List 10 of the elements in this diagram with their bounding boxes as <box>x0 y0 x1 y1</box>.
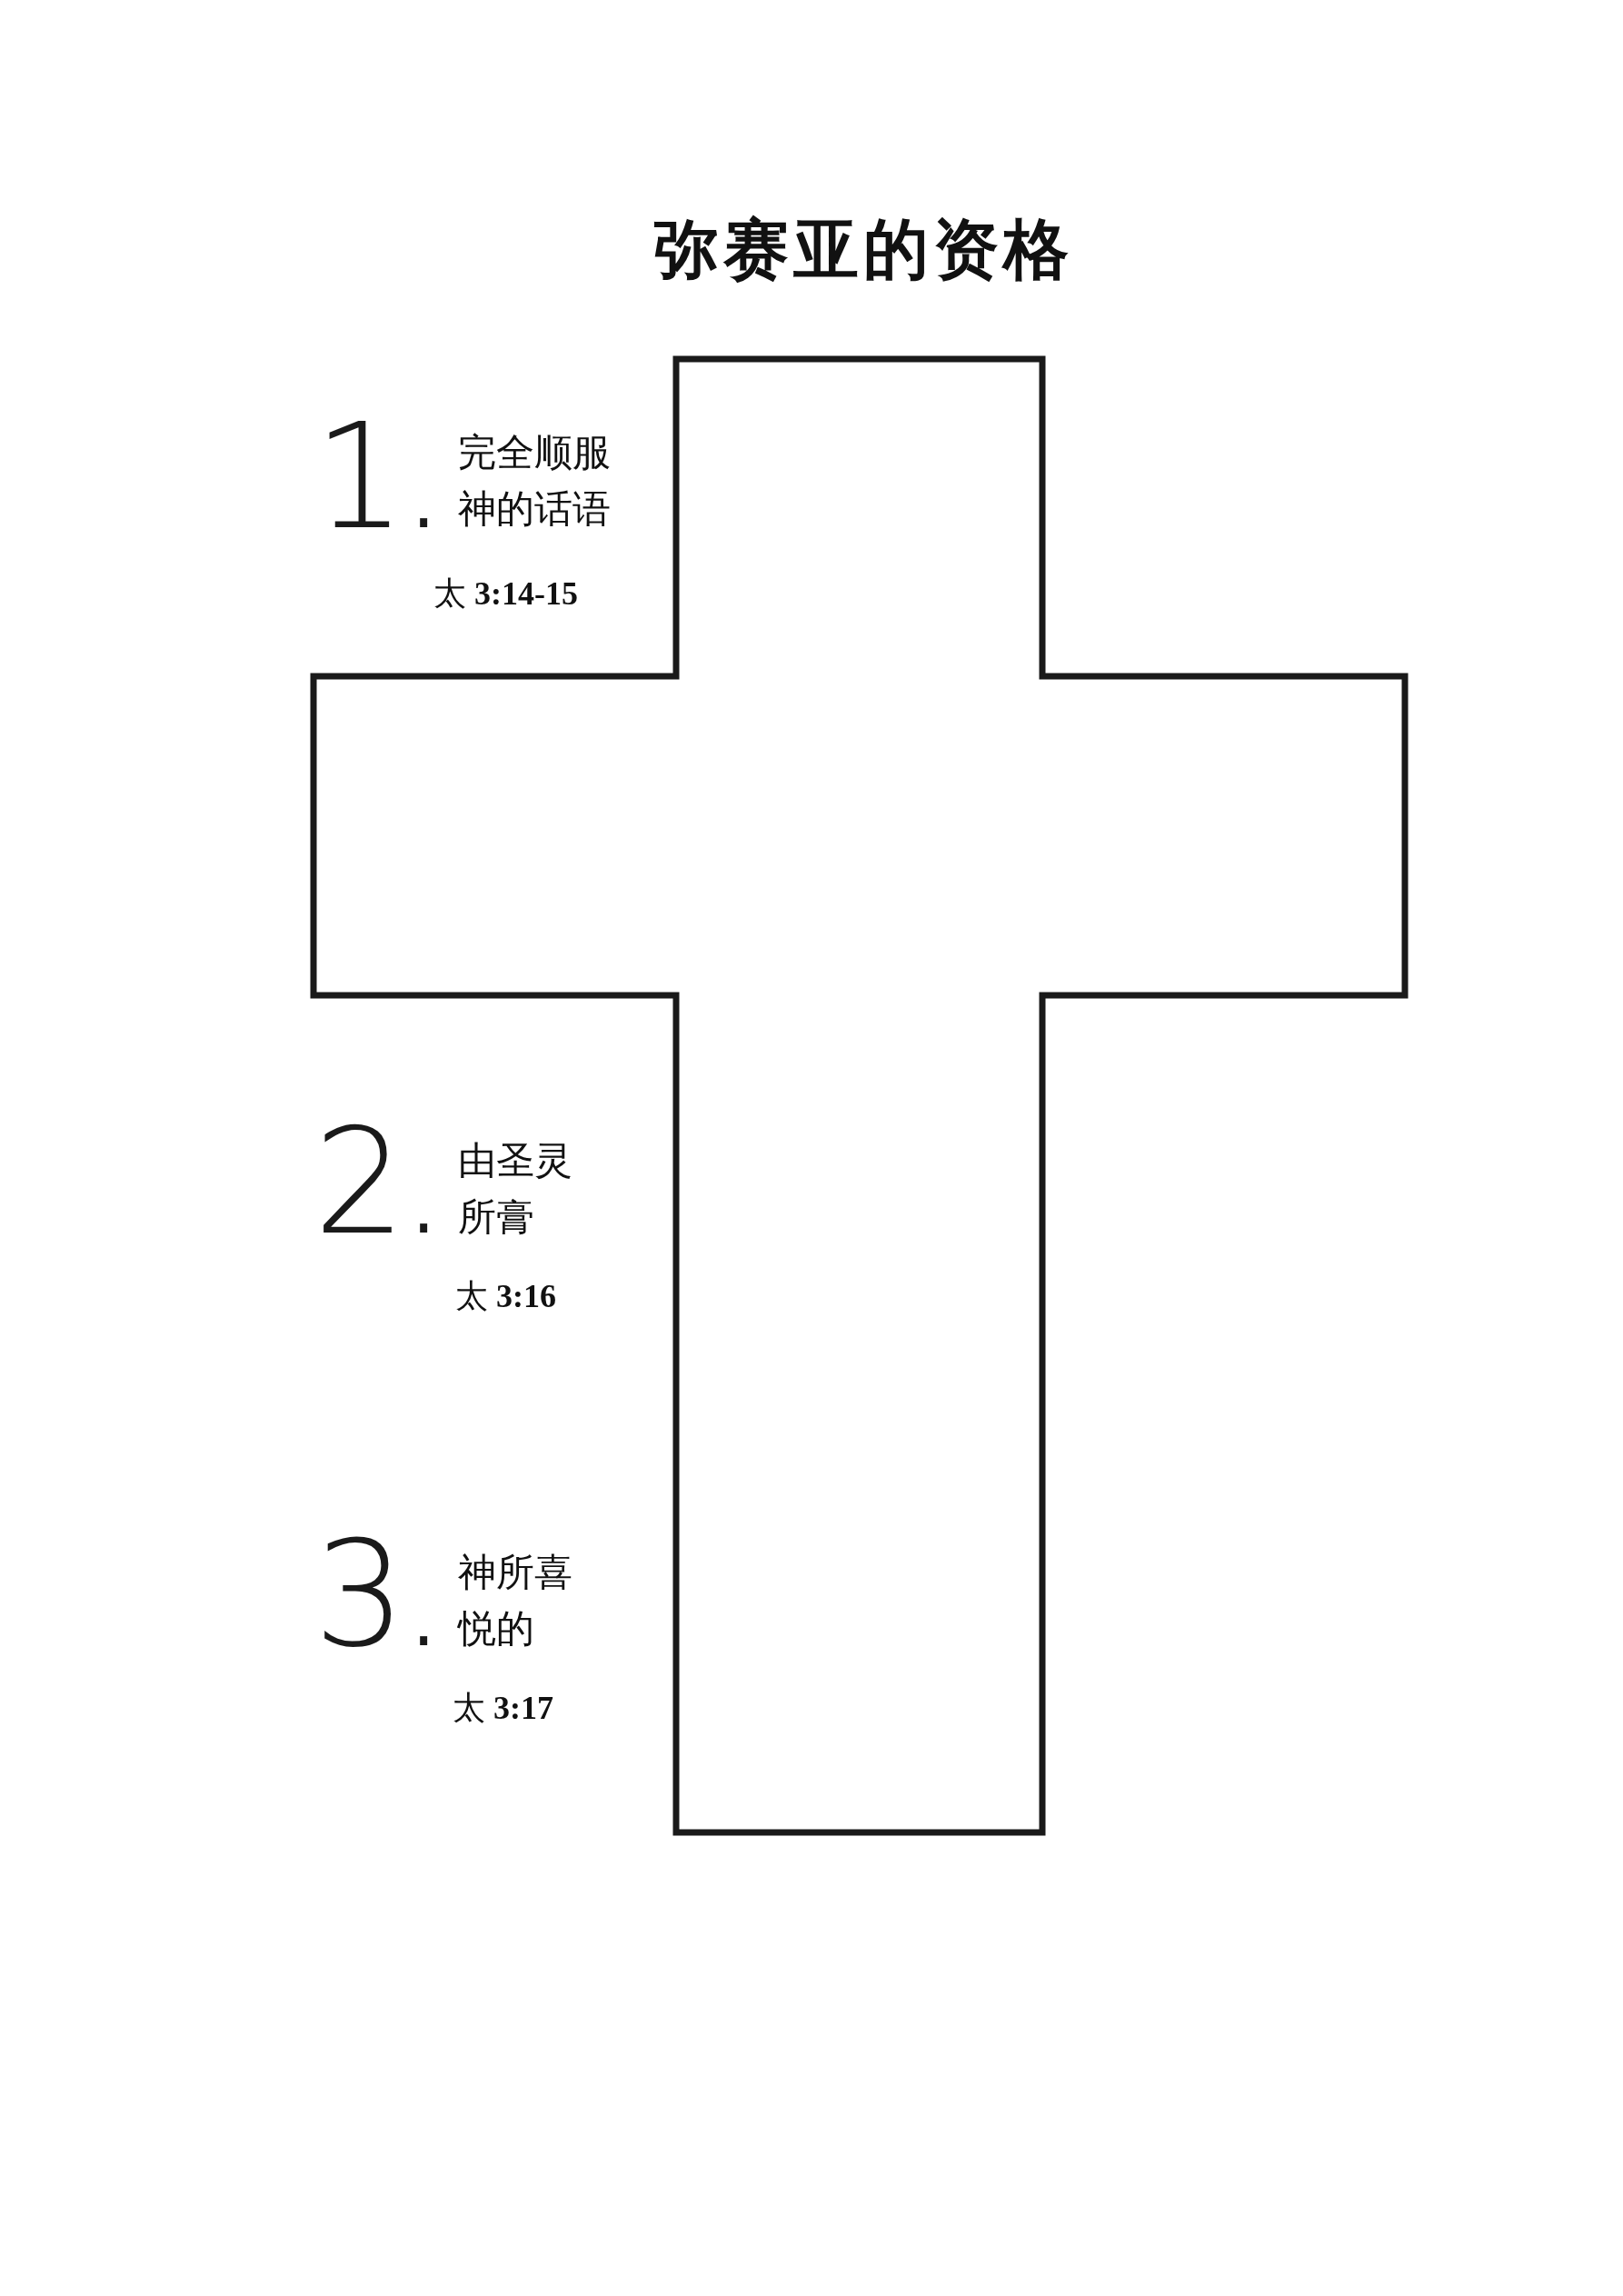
scripture-reference: 太 3:14-15 <box>433 574 578 614</box>
qualification-text: 由圣灵所膏 <box>458 1139 573 1240</box>
title: 弥赛亚的资格 <box>653 215 1073 287</box>
step-number: 2. <box>314 1124 442 1241</box>
qualification-text: 完全顺服神的话语 <box>458 431 612 532</box>
step-number: 1. <box>314 419 442 535</box>
step-number: 3. <box>314 1537 442 1653</box>
qualification-text: 神所喜悦的 <box>458 1551 573 1652</box>
scripture-reference: 太 3:17 <box>453 1689 553 1728</box>
scripture-reference: 太 3:16 <box>455 1277 556 1316</box>
